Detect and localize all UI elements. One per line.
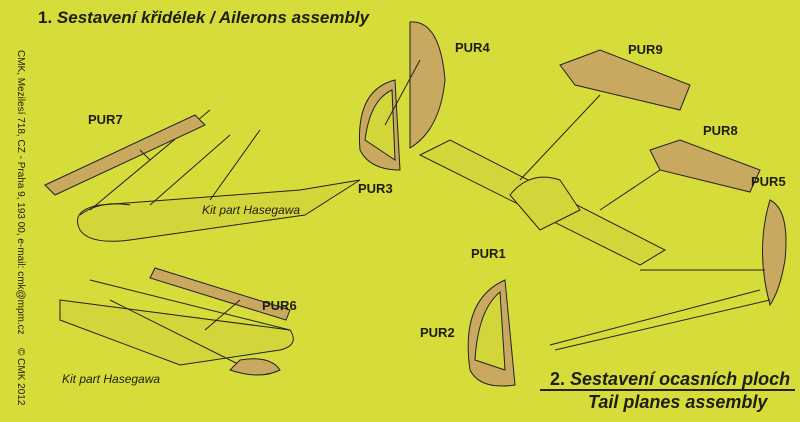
label-pur8: PUR8 [703,123,738,138]
section2-divider [540,389,795,391]
part-pur9 [559,49,691,111]
label-pur5: PUR5 [751,174,786,189]
part-pur5 [762,199,787,307]
section1-title: 1. Sestavení křidélek / Ailerons assembl… [38,8,369,28]
part-pur4 [409,21,446,149]
part-pur6 [149,267,291,321]
wing-bottom [59,299,294,366]
section1-heading: Sestavení křidélek / Ailerons assembly [56,8,370,27]
part-pur8 [649,139,761,193]
section2-heading-en: Tail planes assembly [588,392,768,412]
label-pur1: PUR1 [471,246,506,261]
kit-note-bottom: Kit part Hasegawa [62,372,161,386]
kit-note-top: Kit part Hasegawa [202,203,301,217]
label-pur4: PUR4 [455,40,490,55]
section2-title: 2. Sestavení ocasních ploch [550,369,790,390]
label-pur2: PUR2 [420,325,455,340]
section2-heading-cz: Sestavení ocasních ploch [570,369,791,389]
section2-number: 2. [550,369,566,389]
wing-tip-bottom [229,358,281,376]
label-pur3: PUR3 [358,181,393,196]
wing-top [77,179,361,242]
label-pur9: PUR9 [628,42,663,57]
label-pur6: PUR6 [262,298,297,313]
section1-number: 1. [38,8,53,27]
address-text: CMK, Mezilesí 718, CZ - Praha 9, 193 00,… [15,50,26,335]
label-pur7: PUR7 [88,112,123,127]
part-pur7 [44,114,206,196]
copyright-text: © CMK 2012 [15,348,26,406]
